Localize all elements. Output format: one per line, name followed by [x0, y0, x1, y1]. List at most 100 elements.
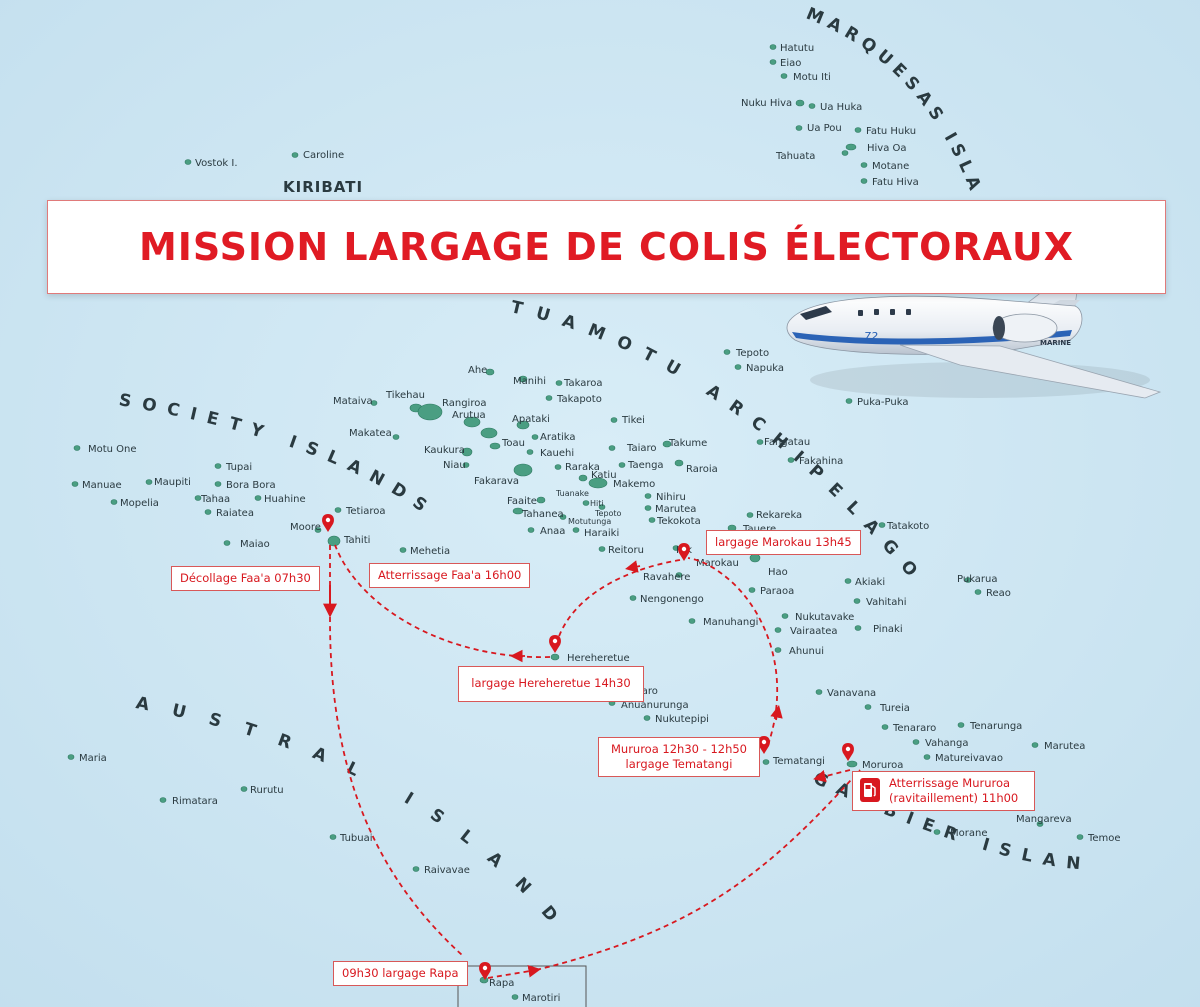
pin-rapa	[479, 962, 491, 980]
island-ahe: Ahe	[468, 365, 487, 376]
route-leg-rapa-mururoa	[535, 769, 861, 971]
aircraft-marking: MARINE	[1040, 339, 1071, 347]
island-motu-one: Motu One	[88, 444, 137, 455]
island-marutea-s: Marutea	[1044, 741, 1085, 752]
island-maiao: Maiao	[240, 539, 270, 550]
island-tureia: Tureia	[879, 703, 910, 714]
island-rangiroa: Rangiroa	[442, 398, 486, 409]
island-ravahere: Ravahere	[643, 572, 690, 583]
route-leg-tahiti-rapa	[329, 545, 463, 956]
label-marokau: largage Marokau 13h45	[706, 530, 861, 555]
route-pins	[322, 514, 854, 980]
island-tekokota: Tekokota	[656, 516, 701, 527]
island-tenarunga: Tenarunga	[969, 721, 1022, 732]
label-mururoa-refuel: Atterrissage Mururoa (ravitaillement) 11…	[852, 771, 1035, 811]
page-title: MISSION LARGAGE DE COLIS ÉLECTORAUX	[138, 225, 1075, 269]
island-rekareka: Rekareka	[756, 510, 802, 521]
island-pinaki: Pinaki	[873, 624, 903, 635]
island-eiao: Eiao	[780, 58, 801, 69]
island-vanavana: Vanavana	[827, 688, 876, 699]
island-tauere: Tauere	[742, 524, 776, 535]
island-vahitahi: Vahitahi	[866, 597, 906, 608]
island-morane: Morane	[950, 828, 987, 839]
island-mataiva: Mataiva	[333, 396, 373, 407]
pin-tematangi	[758, 736, 770, 754]
label-hereheretue: largage Hereheretue 14h30	[458, 666, 644, 702]
island-tepoto: Tepoto	[735, 348, 769, 359]
island-makemo: Makemo	[613, 479, 655, 490]
island-ahunui: Ahunui	[789, 646, 824, 657]
label-mururoa-refuel-line2: (ravitaillement) 11h00	[889, 791, 1019, 805]
island-motu-iti: Motu Iti	[793, 72, 831, 83]
island-kauehi: Kauehi	[540, 448, 574, 459]
island-aratika: Aratika	[540, 432, 576, 443]
island-fakahina: Fakahina	[799, 456, 843, 467]
route-leg-mururoa-tematangi	[813, 769, 851, 783]
island-ua-pou: Ua Pou	[807, 123, 842, 134]
island-tahaa: Tahaa	[200, 494, 230, 505]
island-puka-puka: Puka-Puka	[857, 397, 908, 408]
route-leg-marokau-arrow	[625, 560, 641, 573]
island-tetiaroa: Tetiaroa	[345, 506, 386, 517]
island-fangatau: Fangatau	[764, 437, 810, 448]
island-tupai: Tupai	[225, 462, 252, 473]
island-mangareva: Mangareva	[1016, 814, 1072, 825]
island-mopelia: Mopelia	[120, 498, 159, 509]
island-ua-huka: Ua Huka	[820, 102, 862, 113]
island-hao: Hao	[768, 567, 788, 578]
island-raroia: Raroia	[686, 464, 718, 475]
island-tubuai: Tubuai	[339, 833, 373, 844]
island-raivavae: Raivavae	[424, 865, 470, 876]
island-nuku-hiva: Nuku Hiva	[741, 98, 792, 109]
island-manihi: Manihi	[513, 376, 546, 387]
island-takapoto: Takapoto	[556, 394, 602, 405]
island-matureivavao: Matureivavao	[935, 753, 1003, 764]
island-akiaki: Akiaki	[855, 577, 885, 588]
island-marutea-n: Marutea	[655, 504, 696, 515]
island-markers	[67, 44, 1084, 1000]
island-hereheretue: Hereheretue	[567, 653, 630, 664]
island-rapa: Rapa	[489, 978, 514, 989]
pin-moruroa	[842, 743, 854, 761]
island-tuanake: Tuanake	[555, 489, 589, 498]
island-arutua: Arutua	[452, 410, 486, 421]
island-temoe: Temoe	[1087, 833, 1121, 844]
island-bora-bora: Bora Bora	[226, 480, 276, 491]
island-huahine: Huahine	[264, 494, 306, 505]
label-mururoa-drop-line2: largage Tematangi	[625, 757, 733, 771]
island-hiti: Hiti	[590, 499, 604, 508]
island-hiva-oa: Hiva Oa	[867, 143, 907, 154]
label-departure: Décollage Faa'a 07h30	[171, 566, 320, 591]
island-manuae: Manuae	[82, 480, 122, 491]
island-maupiti: Maupiti	[154, 477, 191, 488]
island-fatu-hiva: Fatu Hiva	[872, 177, 919, 188]
island-taiaro: Taiaro	[626, 443, 657, 454]
island-takaroa: Takaroa	[563, 378, 602, 389]
aircraft-illustration: 72 72 MARINE	[786, 271, 1162, 399]
pin-hereheretue	[549, 635, 561, 653]
route-leg-tematangi-marokau	[687, 557, 779, 746]
island-toau: Toau	[501, 438, 525, 449]
island-marokau: Marokau	[696, 558, 739, 569]
route-leg-marokau-hereheretue	[554, 559, 681, 651]
route-leg-tematangi-arrow	[770, 705, 783, 721]
island-nukutavake: Nukutavake	[795, 612, 854, 623]
island-marotiri: Marotiri	[522, 993, 560, 1004]
island-mehetia: Mehetia	[410, 546, 450, 557]
island-tenararo: Tenararo	[892, 723, 936, 734]
island-paraoa: Paraoa	[760, 586, 794, 597]
island-rurutu: Rurutu	[250, 785, 284, 796]
island-tepoto-2: Tepoto	[594, 509, 622, 518]
island-makatea: Makatea	[349, 428, 392, 439]
island-kaukura: Kaukura	[424, 445, 465, 456]
island-raiatea: Raiatea	[216, 508, 254, 519]
island-raraka: Raraka	[565, 462, 600, 473]
island-fatu-huku: Fatu Huku	[866, 126, 916, 137]
label-mururoa-drop-line1: Mururoa 12h30 - 12h50	[610, 742, 747, 756]
island-pukarua: Pukarua	[957, 574, 998, 585]
island-vostok: Vostok I.	[195, 158, 238, 169]
island-nihiru: Nihiru	[656, 492, 686, 503]
island-apataki: Apataki	[512, 414, 550, 425]
island-manuhangi: Manuhangi	[703, 617, 758, 628]
